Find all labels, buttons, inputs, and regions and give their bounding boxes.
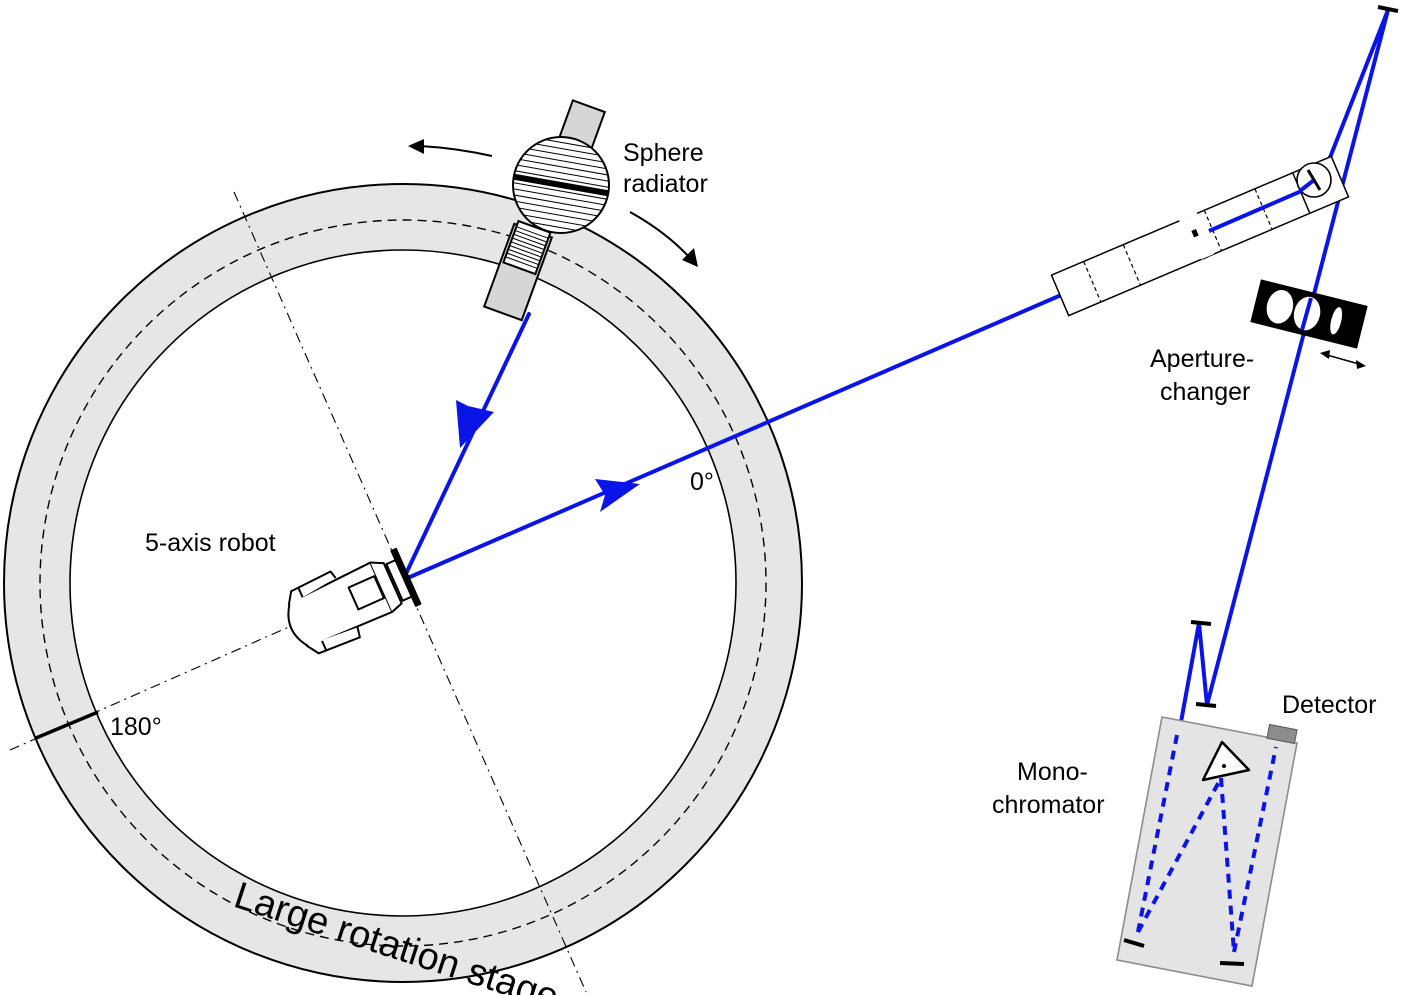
monochromator-label-line2: chromator bbox=[992, 791, 1105, 819]
monochromator-entry-mirror bbox=[1190, 620, 1212, 626]
aperture-move-arrow-icon bbox=[1326, 354, 1360, 365]
sphere-radiator-label-line2: radiator bbox=[623, 170, 708, 198]
stage-track bbox=[39, 219, 767, 947]
angle-0-label: 0° bbox=[690, 468, 714, 496]
mono-mirror-left bbox=[1123, 938, 1145, 948]
mono-mirror-right bbox=[1219, 961, 1245, 966]
prism bbox=[1201, 740, 1251, 782]
angle-180-label: 180° bbox=[110, 713, 162, 741]
top-mirror bbox=[1377, 5, 1399, 13]
monochromator bbox=[1116, 620, 1298, 987]
stage-inner-edge bbox=[69, 249, 737, 917]
sphere-radiator-housing bbox=[482, 219, 554, 322]
baffle-tube bbox=[1050, 155, 1350, 317]
beam-arrow-down bbox=[456, 400, 494, 448]
five-axis-robot bbox=[287, 547, 422, 655]
large-rotation-stage bbox=[3, 183, 803, 983]
internal-beam bbox=[1136, 734, 1278, 953]
monochromator-label-line1: Mono- bbox=[1017, 758, 1088, 786]
beam-source-to-robot bbox=[401, 312, 531, 582]
aperture-changer-label-line1: Aperture- bbox=[1150, 345, 1254, 373]
aperture-changer-label-line2: changer bbox=[1160, 378, 1250, 406]
monochromator-body bbox=[1116, 716, 1298, 987]
robot-wrist bbox=[347, 575, 385, 611]
sphere-radiator bbox=[482, 99, 610, 322]
rotation-arrows bbox=[419, 145, 691, 259]
detector-label: Detector bbox=[1282, 691, 1376, 719]
robot-mirror bbox=[390, 547, 422, 607]
aperture-changer bbox=[1250, 279, 1368, 349]
stage-ring bbox=[4, 184, 802, 982]
robot-label: 5-axis robot bbox=[145, 529, 276, 557]
beam-monochromator-entry bbox=[1179, 622, 1209, 724]
baffle-slot bbox=[1176, 206, 1218, 269]
axis-vertical bbox=[233, 191, 587, 993]
rotation-arrow-left-icon bbox=[419, 145, 493, 157]
folding-mirror bbox=[1306, 169, 1322, 191]
rotation-arrow-right-icon bbox=[629, 211, 691, 259]
stage-180-tick bbox=[35, 710, 99, 740]
stage-outer-edge bbox=[3, 183, 803, 983]
detector bbox=[1266, 723, 1298, 745]
beam-arrow-right bbox=[595, 479, 640, 512]
sphere-radiator-label-line1: Sphere bbox=[623, 139, 704, 167]
monochromator-slit bbox=[1195, 702, 1217, 708]
beam-top-mirror-down bbox=[1205, 8, 1390, 707]
beam-to-top-mirror bbox=[1318, 8, 1390, 185]
